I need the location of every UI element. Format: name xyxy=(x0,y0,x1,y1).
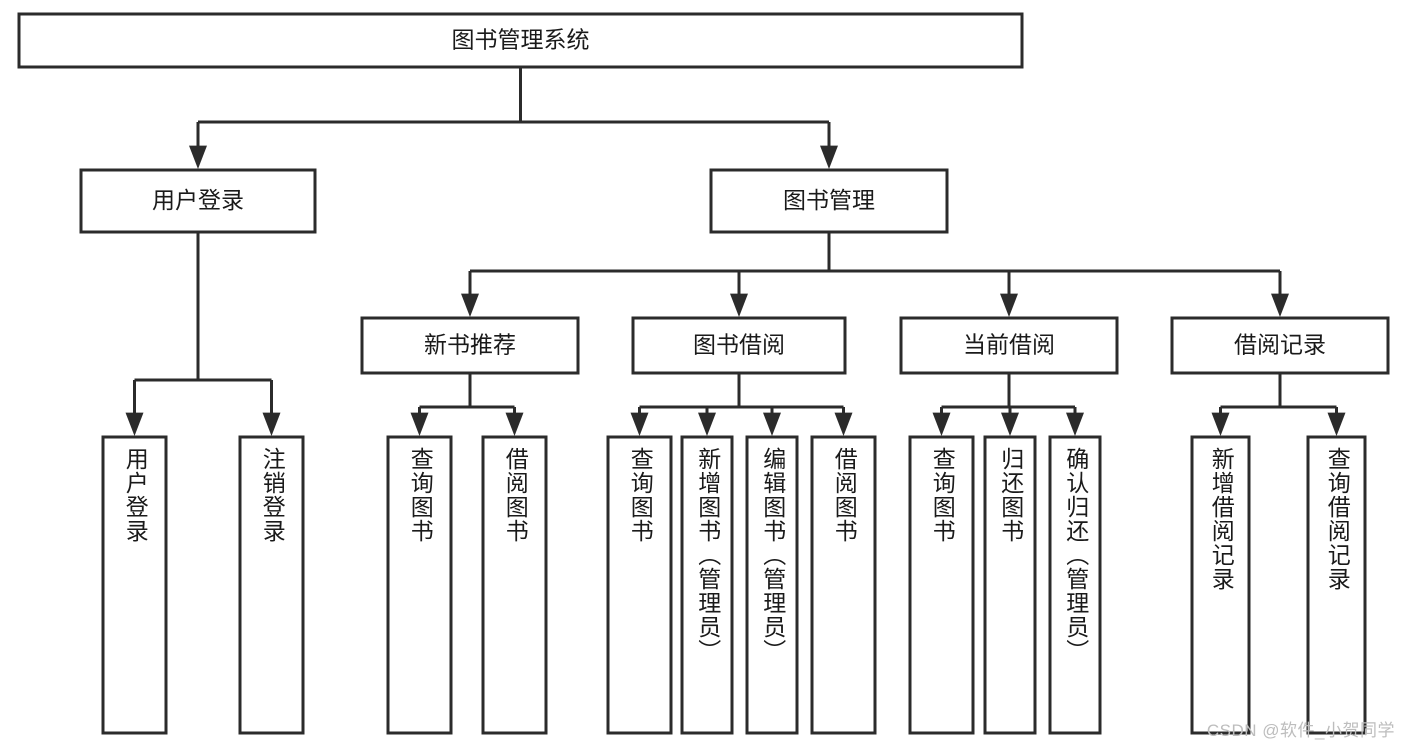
node-book-management[interactable] xyxy=(709,168,949,234)
node-root-label: 图书管理系统 xyxy=(452,27,590,53)
node-book-borrow[interactable] xyxy=(631,316,847,375)
leaf-leaf-confirm-return[interactable] xyxy=(1048,435,1102,735)
arrow-head-icon xyxy=(1271,293,1289,317)
node-user-login[interactable] xyxy=(79,168,317,234)
arrow-head-icon xyxy=(1066,412,1084,436)
node-user-login-label: 用户登录 xyxy=(152,187,244,213)
leaf-leaf-borrow-book-2[interactable] xyxy=(810,435,877,735)
arrow-head-icon xyxy=(410,412,429,436)
arrow-head-icon xyxy=(820,145,838,169)
arrow-head-icon xyxy=(834,412,853,436)
leaf-leaf-query-book-2[interactable] xyxy=(606,435,673,735)
arrow-head-icon xyxy=(262,412,281,436)
arrow-head-icon xyxy=(763,412,781,436)
arrow-head-icon xyxy=(730,293,748,317)
leaf-leaf-query-book-1[interactable] xyxy=(386,435,453,735)
arrow-head-icon xyxy=(461,293,479,317)
leaf-leaf-query-record[interactable] xyxy=(1306,435,1367,735)
leaf-leaf-edit-book[interactable] xyxy=(745,435,799,735)
node-new-book-recommend-label: 新书推荐 xyxy=(424,332,516,358)
node-book-management-label: 图书管理 xyxy=(783,187,875,213)
arrow-head-icon xyxy=(630,412,649,436)
node-borrow-record-label: 借阅记录 xyxy=(1234,332,1326,358)
boxes-layer xyxy=(17,12,1390,735)
node-root[interactable] xyxy=(17,12,1024,69)
arrow-head-icon xyxy=(1211,412,1230,436)
arrow-head-icon xyxy=(505,412,524,436)
leaf-leaf-query-book-3[interactable] xyxy=(908,435,975,735)
node-book-borrow-label: 图书借阅 xyxy=(693,332,785,358)
arrow-head-icon xyxy=(932,412,951,436)
leaf-leaf-add-book[interactable] xyxy=(680,435,734,735)
arrow-head-icon xyxy=(125,412,144,436)
connectors-layer xyxy=(125,67,1346,436)
node-current-borrow-label: 当前借阅 xyxy=(963,332,1055,358)
node-borrow-record[interactable] xyxy=(1170,316,1390,375)
node-current-borrow[interactable] xyxy=(899,316,1119,375)
arrow-head-icon xyxy=(1000,293,1018,317)
leaf-leaf-add-record[interactable] xyxy=(1190,435,1251,735)
arrow-head-icon xyxy=(189,145,207,169)
leaf-leaf-return-book[interactable] xyxy=(983,435,1037,735)
arrow-head-icon xyxy=(1327,412,1346,436)
arrow-head-icon xyxy=(1001,412,1019,436)
leaf-leaf-user-login[interactable] xyxy=(101,435,168,735)
leaf-leaf-borrow-book-1[interactable] xyxy=(481,435,548,735)
node-new-book-recommend[interactable] xyxy=(360,316,580,375)
arrow-head-icon xyxy=(698,412,716,436)
watermark: CSDN @软件_小贺同学 xyxy=(1206,721,1395,740)
leaf-leaf-logout[interactable] xyxy=(238,435,305,735)
